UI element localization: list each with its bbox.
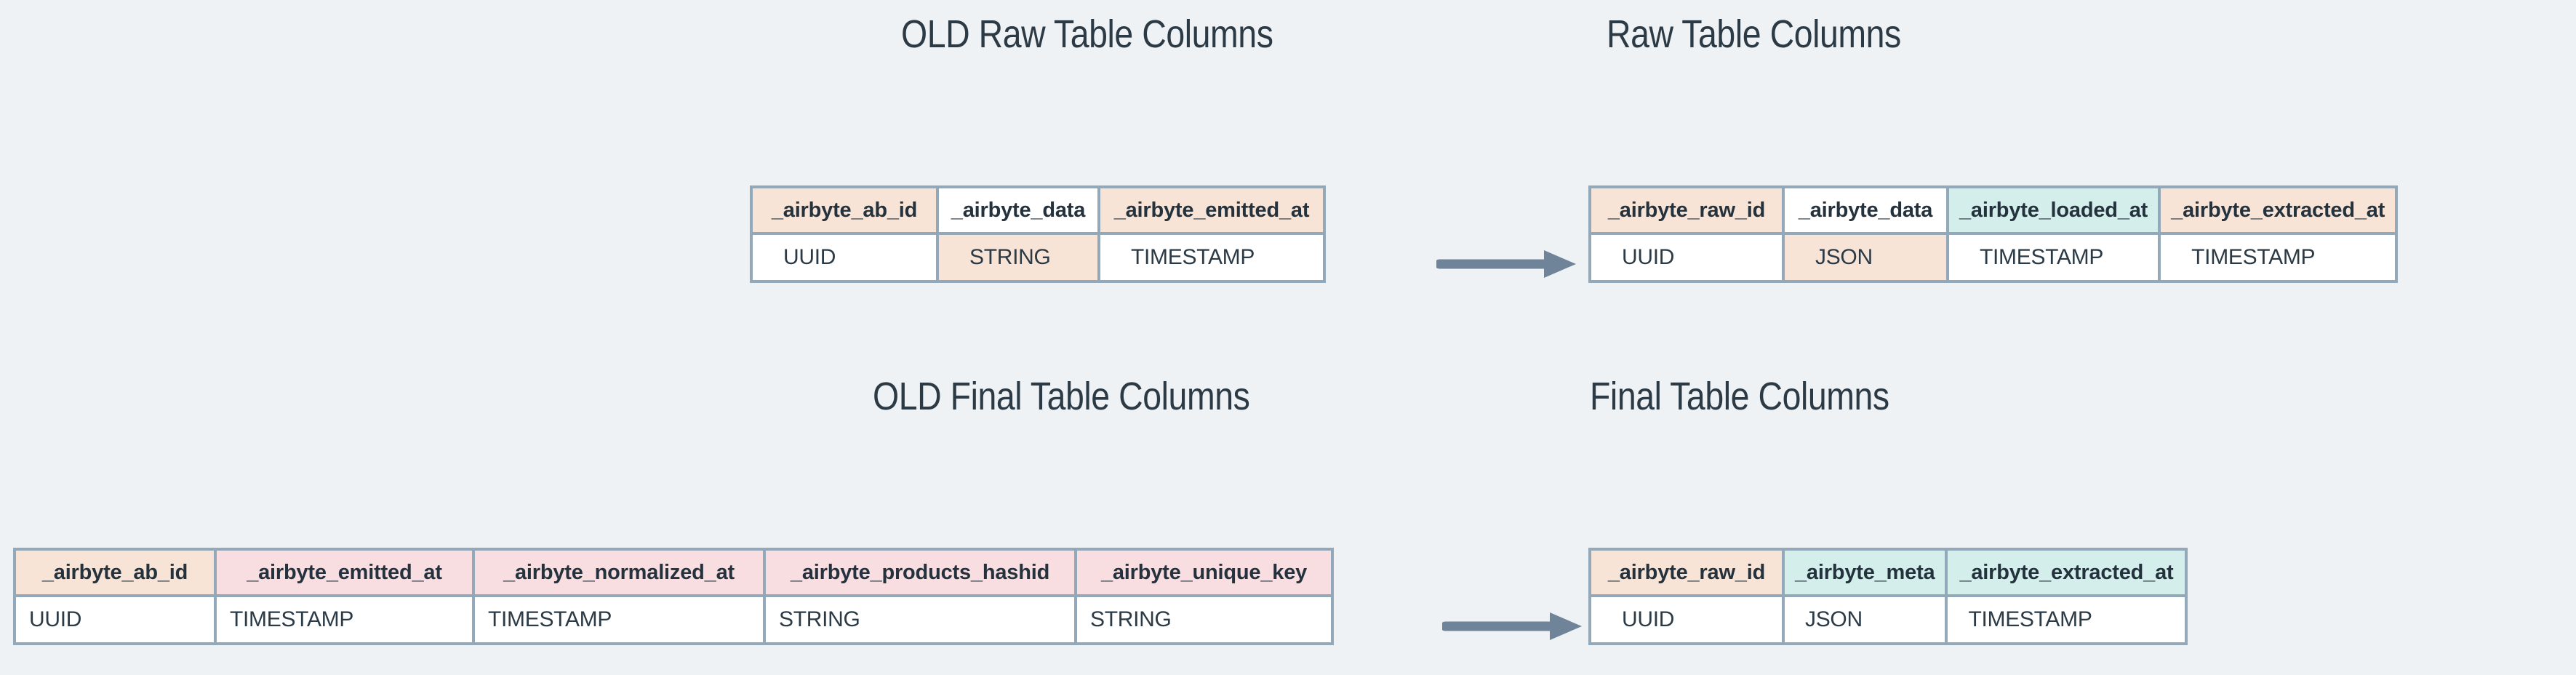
table-row: UUID TIMESTAMP TIMESTAMP STRING STRING xyxy=(16,597,1331,642)
column-header-cell: _airbyte_raw_id xyxy=(1591,551,1782,597)
column-header-cell: _airbyte_ab_id xyxy=(16,551,214,597)
table-old-final: _airbyte_ab_id _airbyte_emitted_at _airb… xyxy=(13,548,1334,645)
table-final: _airbyte_raw_id _airbyte_meta _airbyte_e… xyxy=(1588,548,2188,645)
column-header-cell: _airbyte_raw_id xyxy=(1591,188,1782,235)
column-type-cell: STRING xyxy=(936,235,1097,280)
table-row: UUID STRING TIMESTAMP xyxy=(753,235,1323,280)
column-type-cell: TIMESTAMP xyxy=(2158,235,2396,280)
column-type-cell: TIMESTAMP xyxy=(1945,597,2185,642)
column-header-cell: _airbyte_data xyxy=(1782,188,1946,235)
column-header-cell: _airbyte_extracted_at xyxy=(1945,551,2185,597)
heading-old-final-table-columns: OLD Final Table Columns xyxy=(873,375,1250,418)
column-type-cell: UUID xyxy=(16,597,214,642)
column-type-cell: STRING xyxy=(1074,597,1331,642)
column-type-cell: TIMESTAMP xyxy=(472,597,763,642)
column-header-cell: _airbyte_emitted_at xyxy=(1097,188,1323,235)
column-header-cell: _airbyte_extracted_at xyxy=(2158,188,2396,235)
table-header-row: _airbyte_raw_id _airbyte_meta _airbyte_e… xyxy=(1591,551,2185,597)
column-header-cell: _airbyte_products_hashid xyxy=(763,551,1074,597)
column-header-cell: _airbyte_ab_id xyxy=(753,188,936,235)
table-header-row: _airbyte_ab_id _airbyte_emitted_at _airb… xyxy=(16,551,1331,597)
heading-raw-table-columns: Raw Table Columns xyxy=(1607,12,1901,56)
column-type-cell: TIMESTAMP xyxy=(214,597,472,642)
column-header-cell: _airbyte_data xyxy=(936,188,1097,235)
column-type-cell: UUID xyxy=(1591,597,1782,642)
table-header-row: _airbyte_raw_id _airbyte_data _airbyte_l… xyxy=(1591,188,2396,235)
column-header-cell: _airbyte_loaded_at xyxy=(1946,188,2159,235)
column-header-cell: _airbyte_unique_key xyxy=(1074,551,1331,597)
table-raw: _airbyte_raw_id _airbyte_data _airbyte_l… xyxy=(1588,185,2399,283)
arrow-right-icon-final xyxy=(1442,612,1582,640)
heading-final-table-columns: Final Table Columns xyxy=(1590,375,1889,418)
column-type-cell: JSON xyxy=(1782,597,1945,642)
column-type-cell: UUID xyxy=(1591,235,1782,280)
column-type-cell: TIMESTAMP xyxy=(1097,235,1323,280)
table-row: UUID JSON TIMESTAMP TIMESTAMP xyxy=(1591,235,2396,280)
column-header-cell: _airbyte_meta xyxy=(1782,551,1945,597)
column-type-cell: JSON xyxy=(1782,235,1946,280)
column-type-cell: STRING xyxy=(763,597,1074,642)
column-type-cell: UUID xyxy=(753,235,936,280)
column-header-cell: _airbyte_normalized_at xyxy=(472,551,763,597)
heading-old-raw-table-columns: OLD Raw Table Columns xyxy=(901,12,1273,56)
column-header-cell: _airbyte_emitted_at xyxy=(214,551,472,597)
table-old-raw: _airbyte_ab_id _airbyte_data _airbyte_em… xyxy=(750,185,1326,283)
table-row: UUID JSON TIMESTAMP xyxy=(1591,597,2185,642)
arrow-right-icon-raw xyxy=(1436,250,1576,278)
column-type-cell: TIMESTAMP xyxy=(1946,235,2159,280)
table-header-row: _airbyte_ab_id _airbyte_data _airbyte_em… xyxy=(753,188,1323,235)
